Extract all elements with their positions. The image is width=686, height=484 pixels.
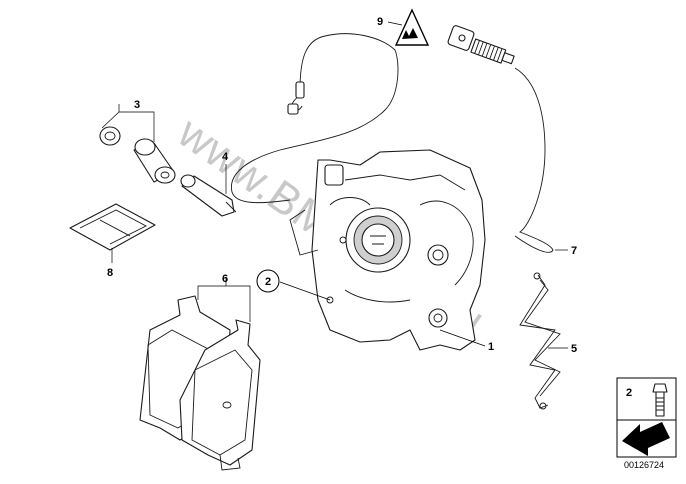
reference-number: 00126724	[624, 460, 664, 470]
guide-pin	[180, 174, 237, 217]
callout-6: 6	[222, 273, 228, 285]
callout-3: 3	[134, 99, 140, 111]
callout-1: 1	[488, 341, 494, 353]
brake-wear-sensor	[230, 25, 554, 253]
callout-8: 8	[107, 267, 113, 279]
legend-box: 2	[616, 377, 677, 458]
leader-lines	[101, 21, 568, 349]
grease-packet	[69, 203, 156, 251]
callout-4: 4	[222, 151, 229, 163]
brake-pads	[139, 295, 261, 471]
svg-text:2: 2	[265, 276, 271, 288]
arrow-icon	[622, 422, 670, 456]
callout-2: 2	[256, 269, 280, 293]
brake-caliper	[289, 149, 486, 351]
callout-9: 9	[377, 16, 383, 28]
callout-7: 7	[571, 245, 577, 257]
warning-triangle-icon	[394, 8, 430, 46]
bolt-icon	[652, 383, 668, 417]
anti-rattle-spring	[519, 272, 561, 410]
callout-5: 5	[571, 343, 577, 355]
legend-item-label: 2	[626, 387, 632, 399]
guide-bushings	[99, 126, 176, 184]
